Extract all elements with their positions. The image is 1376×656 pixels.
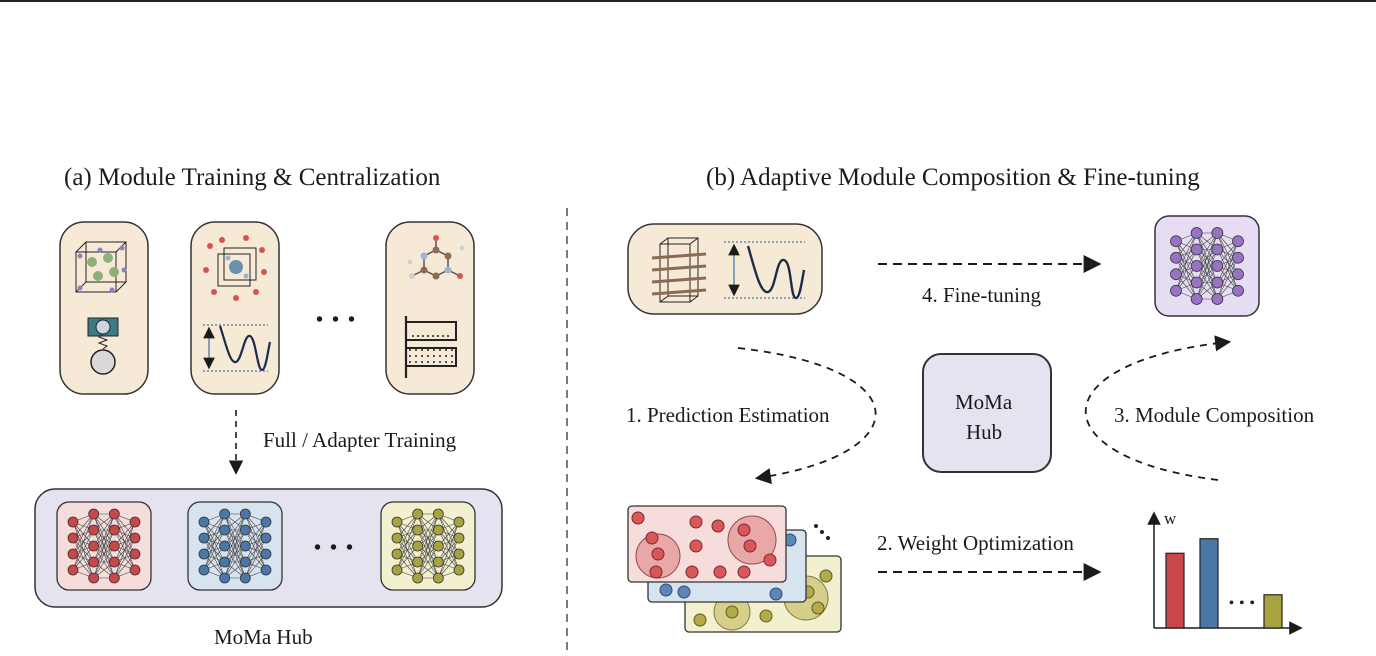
prediction-estimation-arrow	[737, 347, 877, 485]
module-composition-label: 3. Module Composition	[1114, 403, 1315, 427]
module-ellipsis: • • •	[314, 537, 356, 559]
hub-caption: MoMa Hub	[214, 625, 313, 649]
module-yellow-network-icon	[391, 508, 465, 584]
prediction-estimation-label: 1. Prediction Estimation	[626, 403, 830, 427]
fine-tuning-label: 4. Fine-tuning	[922, 283, 1041, 307]
bar-3	[1263, 594, 1283, 629]
prediction-scatter-stack	[627, 505, 842, 633]
weight-bar-chart	[1147, 511, 1303, 635]
panel-a-title: (a) Module Training & Centralization	[64, 164, 441, 191]
dataset-card-3	[385, 221, 475, 395]
dataset-card-1	[59, 221, 149, 395]
spring-sensor-icon	[87, 317, 119, 375]
hub-center-label-line1: MoMa	[955, 390, 1013, 414]
training-label: Full / Adapter Training	[263, 428, 457, 452]
bar-2	[1199, 538, 1219, 629]
molecule-icon	[407, 235, 465, 280]
dataset-card-2	[190, 221, 280, 395]
module-composition-arrow	[1084, 335, 1232, 481]
hub-center-label-line2: Hub	[966, 420, 1003, 444]
composed-network-icon	[1170, 227, 1244, 305]
top-rule	[0, 0, 1376, 2]
layered-crystal-icon	[651, 237, 707, 303]
bar-1	[1165, 552, 1185, 629]
module-red-network-icon	[67, 508, 141, 584]
module-blue-network-icon	[198, 508, 272, 584]
dataset-ellipsis: • • •	[316, 309, 358, 331]
weight-optimization-label: 2. Weight Optimization	[877, 531, 1074, 555]
panel-b-title: (b) Adaptive Module Composition & Fine-t…	[706, 164, 1200, 191]
bar-axis-label: w	[1164, 509, 1177, 528]
atom-spheres-icon	[77, 245, 127, 293]
spectrum-curve-icon	[203, 324, 272, 372]
adsorption-container-icon	[404, 316, 457, 378]
perovskite-structure-icon	[203, 235, 267, 301]
bar-ellipsis: • • •	[1229, 596, 1256, 611]
moma-hub-center	[922, 353, 1052, 473]
target-dataset-card	[627, 223, 823, 315]
target-spectrum-icon	[724, 241, 806, 300]
